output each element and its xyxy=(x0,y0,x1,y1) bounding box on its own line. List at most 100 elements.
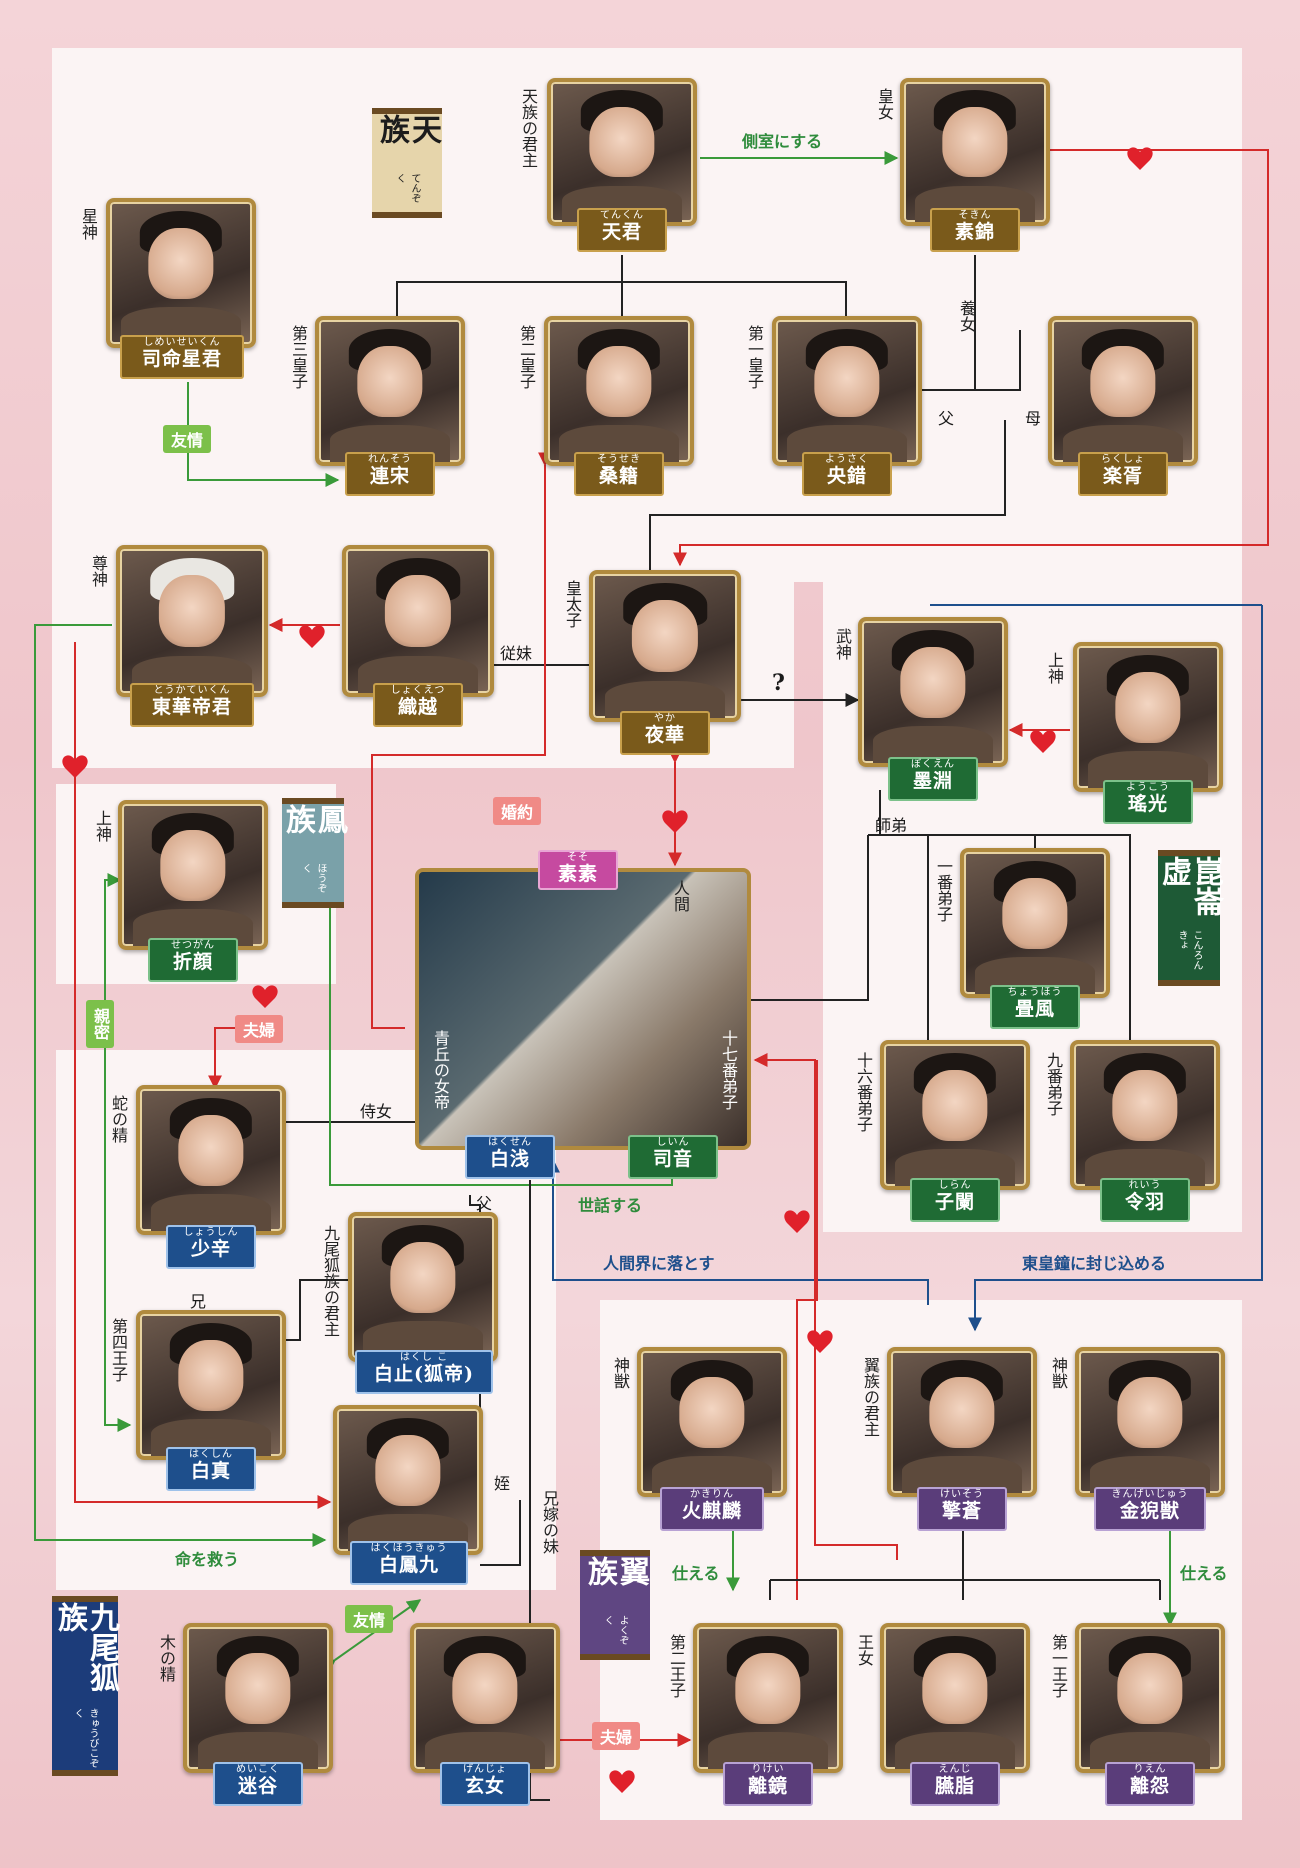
portrait-yaka xyxy=(589,570,741,722)
portrait-sokin xyxy=(900,78,1050,226)
label-chichi2: 父 xyxy=(476,1194,493,1213)
nameplate-soso: そそ素素 xyxy=(538,850,618,890)
role-hakushi: 九尾狐族の君主 xyxy=(321,1225,340,1337)
portrait-yousaku xyxy=(772,316,922,466)
role-reiu: 九番弟子 xyxy=(1044,1052,1063,1116)
role-chouhou: 一番弟子 xyxy=(934,858,953,922)
role-setsugan: 上神 xyxy=(93,810,112,842)
clan-yokuzoku-ruby: よくぞく xyxy=(602,1614,628,1645)
label-ningenkai: 人間界に落とす xyxy=(603,1254,715,1273)
portrait-keisou xyxy=(887,1347,1037,1497)
clan-scroll-yokuzoku: 翼族 よくぞく xyxy=(580,1550,650,1660)
role-enji: 王女 xyxy=(855,1634,874,1666)
portrait-shoushin xyxy=(136,1085,286,1235)
role-shiran: 十六番弟子 xyxy=(854,1052,873,1132)
clan-tenzoku-ruby: てんぞく xyxy=(394,172,420,203)
portrait-bokuen xyxy=(858,617,1008,767)
clan-konron-ruby: こんろんきょ xyxy=(1176,930,1202,971)
portrait-tenkun xyxy=(547,78,697,226)
portrait-genjo xyxy=(410,1623,560,1773)
label-juunana: 十七番弟子 xyxy=(719,1030,738,1110)
role-hakushin: 第四王子 xyxy=(109,1318,128,1382)
portrait-rikei xyxy=(693,1623,843,1773)
nameplate-setsugan: せつがん折顔 xyxy=(148,938,238,982)
role-rensou: 第三皇子 xyxy=(289,325,308,389)
nameplate-enji: えんじ臙脂 xyxy=(910,1762,1000,1806)
label-inochi: 命を救う xyxy=(175,1550,240,1569)
nameplate-hakusen: はくせん白浅 xyxy=(465,1135,555,1179)
nameplate-hakushi: はくし こ白止(狐帝) xyxy=(355,1350,493,1394)
role-touka: 尊神 xyxy=(89,555,108,587)
portrait-rien xyxy=(1075,1623,1225,1773)
nameplate-kingeijuu: きんげいじゅう金猊獣 xyxy=(1094,1487,1206,1531)
nameplate-meikoku: めいこく迷谷 xyxy=(213,1762,303,1806)
label-mei: 姪 xyxy=(491,1475,510,1491)
portrait-kingeijuu xyxy=(1075,1347,1225,1497)
portrait-sousei xyxy=(544,316,694,466)
label-tsukaeru1: 仕える xyxy=(672,1564,720,1583)
nameplate-rien: りえん離怨 xyxy=(1105,1762,1195,1806)
portrait-setsugan xyxy=(118,800,268,950)
role-shimei: 星神 xyxy=(79,208,98,240)
nameplate-rensou: れんそう連宋 xyxy=(345,452,435,496)
label-chichi: 父 xyxy=(938,409,955,428)
portrait-rakusho xyxy=(1048,316,1198,466)
portrait-chouhou xyxy=(960,848,1110,998)
role-rien: 第一王子 xyxy=(1049,1634,1068,1698)
role-kingeijuu: 神獣 xyxy=(1049,1357,1068,1389)
role-yaka: 皇太子 xyxy=(563,580,582,628)
clan-scroll-kyubi: 九尾狐族 きゅうびこぞく xyxy=(52,1596,119,1776)
role-meikoku: 木の精 xyxy=(157,1634,176,1682)
portrait-kakirin xyxy=(637,1347,787,1497)
clan-yokuzoku-name: 翼族 xyxy=(582,1556,649,1586)
role-rikei: 第二王子 xyxy=(667,1634,686,1698)
label-yojo: 養女 xyxy=(957,300,976,332)
role-shoushin: 蛇の精 xyxy=(109,1095,128,1143)
role-tenkun: 天族の君主 xyxy=(519,88,538,168)
nameplate-rikei: りけい離鏡 xyxy=(723,1762,813,1806)
portrait-enji xyxy=(880,1623,1030,1773)
portrait-shiran xyxy=(880,1040,1030,1190)
tag-yujou: 友情 xyxy=(163,425,212,453)
nameplate-shiin: しいん司音 xyxy=(628,1135,718,1179)
portrait-shimei xyxy=(106,198,256,348)
clan-scroll-konron: 崑崙虚 こんろんきょ xyxy=(1156,850,1223,986)
role-sokin: 皇女 xyxy=(875,88,894,120)
nameplate-shoushin: しょうしん少辛 xyxy=(166,1225,256,1269)
role-bokuen: 武神 xyxy=(833,628,852,660)
label-question: ? xyxy=(772,670,785,696)
tag-shinmitsu: 親密 xyxy=(86,1000,114,1048)
tag-fuufu: 夫婦 xyxy=(235,1015,284,1043)
label-haha: 母 xyxy=(1025,409,1042,428)
role-youkou: 上神 xyxy=(1045,652,1064,684)
nameplate-yaka: やか夜華 xyxy=(620,711,710,755)
portrait-youkou xyxy=(1073,642,1223,792)
label-tsukaeru2: 仕える xyxy=(1180,1564,1228,1583)
nameplate-shiran: しらん子闌 xyxy=(910,1178,1000,1222)
tag-fuufu2: 夫婦 xyxy=(592,1722,641,1750)
nameplate-shimei: しめいせいくん司命星君 xyxy=(120,335,244,379)
label-jijo: 侍女 xyxy=(360,1102,393,1121)
nameplate-sokin: そきん素錦 xyxy=(930,208,1020,252)
nameplate-youkou: ようこう瑤光 xyxy=(1103,780,1193,824)
nameplate-sousei: そうせき桑籍 xyxy=(574,452,664,496)
clan-tenzoku-name: 天族 xyxy=(374,114,441,144)
label-toukousho: 東皇鐘に封じ込める xyxy=(1022,1254,1167,1273)
role-yousaku: 第一皇子 xyxy=(745,325,764,389)
nameplate-reiu: れいう令羽 xyxy=(1100,1178,1190,1222)
role-keisou: 翼族の君主 xyxy=(861,1357,880,1437)
clan-kyubi-name: 九尾狐族 xyxy=(52,1602,119,1692)
nameplate-hakuhoukyu: はくほうきゅう白鳳九 xyxy=(350,1541,468,1585)
nameplate-kakirin: かきりん火麒麟 xyxy=(660,1487,764,1531)
clan-scroll-houzoku: 鳳族 ほうぞく xyxy=(280,798,347,908)
label-ningen: 人間 xyxy=(671,880,690,912)
clan-houzoku-ruby: ほうぞく xyxy=(300,862,326,893)
label-seikyu: 青丘の女帝 xyxy=(431,1030,450,1110)
tag-yujou2: 友情 xyxy=(345,1605,394,1633)
portrait-touka xyxy=(116,545,268,697)
label-shitei: 師弟 xyxy=(875,816,908,835)
nameplate-bokuen: ぼくえん墨淵 xyxy=(888,757,978,801)
role-sousei: 第二皇子 xyxy=(517,325,536,389)
nameplate-hakushin: はくしん白真 xyxy=(166,1447,256,1491)
clan-houzoku-name: 鳳族 xyxy=(280,804,347,834)
